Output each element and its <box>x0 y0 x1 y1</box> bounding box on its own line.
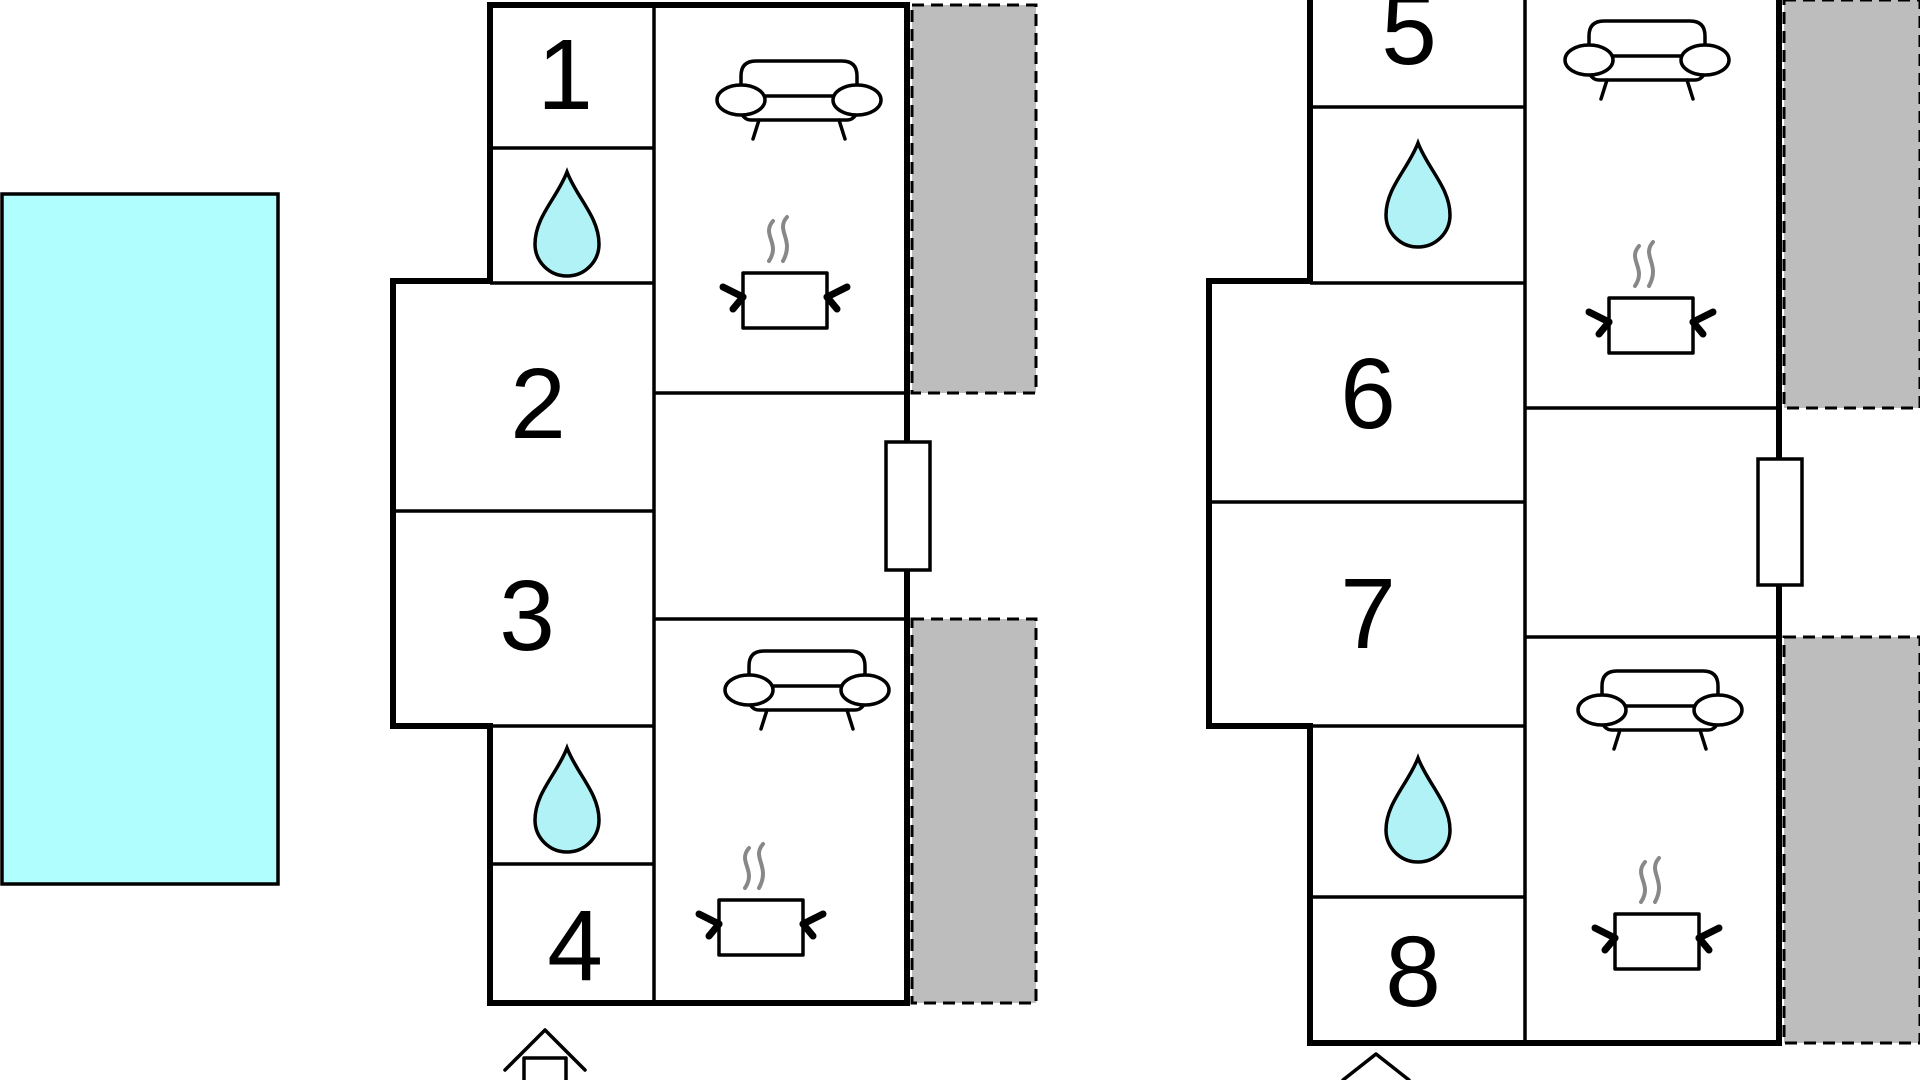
water-drop-icon <box>533 170 601 278</box>
water-drop-icon <box>1384 756 1452 864</box>
water-drop-icon <box>1384 141 1452 249</box>
room-label-2: 2 <box>510 348 566 460</box>
sofa-icon <box>723 649 891 731</box>
room-label-6: 6 <box>1340 338 1396 450</box>
sofa-icon <box>1563 19 1731 101</box>
house-entrance-icon <box>503 1028 587 1080</box>
terrace-upper-left <box>910 3 1038 395</box>
room-label-7: 7 <box>1340 558 1396 670</box>
building-right: 5 6 7 8 <box>1206 0 1920 1080</box>
window-icon <box>1756 457 1804 587</box>
cooking-pot-icon <box>699 844 823 955</box>
room-label-1: 1 <box>537 19 593 131</box>
building-left: 1 2 3 4 <box>390 2 1038 1080</box>
water-drop-icon <box>533 746 601 854</box>
cooking-pot-icon <box>723 217 847 328</box>
terrace-upper-right <box>1782 0 1920 410</box>
terrace-lower-left <box>910 617 1038 1005</box>
room-label-8: 8 <box>1385 916 1441 1028</box>
room-label-4: 4 <box>547 890 603 1002</box>
cooking-pot-icon <box>1589 242 1713 353</box>
sofa-icon <box>715 59 883 141</box>
room-label-3: 3 <box>499 560 555 672</box>
house-entrance-icon <box>1341 1052 1411 1080</box>
cooking-pot-icon <box>1595 858 1719 969</box>
sofa-icon <box>1576 669 1744 751</box>
swimming-pool <box>0 192 280 886</box>
room-label-5: 5 <box>1381 0 1437 86</box>
terrace-lower-right <box>1782 635 1920 1045</box>
window-icon <box>884 440 932 572</box>
